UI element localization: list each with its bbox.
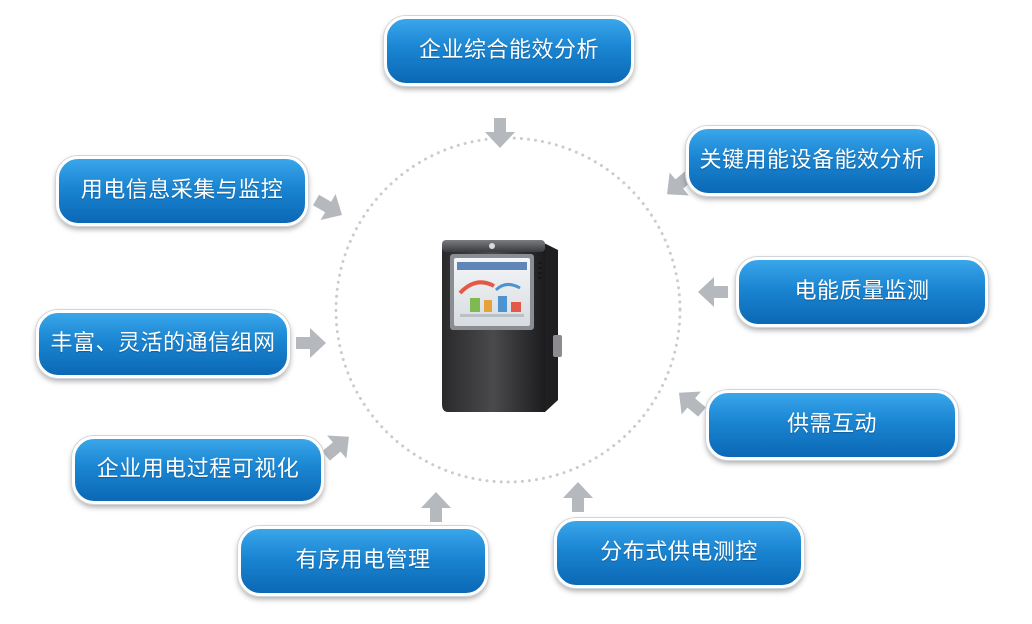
node-left4-pill[interactable]: 企业用电过程可视化	[72, 436, 324, 504]
arrow-bottom-right	[563, 482, 593, 512]
arrow-right2	[698, 277, 728, 307]
arrow-top	[485, 118, 515, 148]
node-left1-label: 用电信息采集与监控	[80, 178, 284, 203]
arrow-left1	[313, 194, 342, 220]
node-left4-label: 企业用电过程可视化	[96, 457, 300, 482]
node-bottom-right-pill[interactable]: 分布式供电测控	[554, 518, 804, 588]
node-right1-label: 关键用能设备能效分析	[699, 148, 925, 173]
node-right2-pill[interactable]: 电能质量监测	[736, 257, 988, 327]
arrow-bottom-left	[421, 492, 451, 522]
node-bottom-right-label: 分布式供电测控	[600, 540, 758, 565]
node-right3-label: 供需互动	[786, 412, 877, 437]
node-top-pill[interactable]: 企业综合能效分析	[384, 16, 634, 86]
node-right1-pill[interactable]: 关键用能设备能效分析	[686, 126, 938, 196]
energy-terminal-image	[442, 240, 562, 412]
node-left3-pill[interactable]: 丰富、灵活的通信组网	[36, 310, 290, 378]
arrow-left3	[296, 328, 326, 358]
node-bottom-left-label: 有序用电管理	[295, 548, 431, 573]
arrow-left4	[322, 435, 349, 461]
arrow-right3	[679, 391, 706, 417]
node-right2-label: 电能质量监测	[794, 279, 930, 304]
node-bottom-left-pill[interactable]: 有序用电管理	[238, 526, 488, 596]
node-left1-pill[interactable]: 用电信息采集与监控	[56, 156, 308, 226]
node-top-label: 企业综合能效分析	[418, 38, 599, 63]
node-right3-pill[interactable]: 供需互动	[706, 390, 958, 460]
node-left3-label: 丰富、灵活的通信组网	[50, 331, 276, 356]
